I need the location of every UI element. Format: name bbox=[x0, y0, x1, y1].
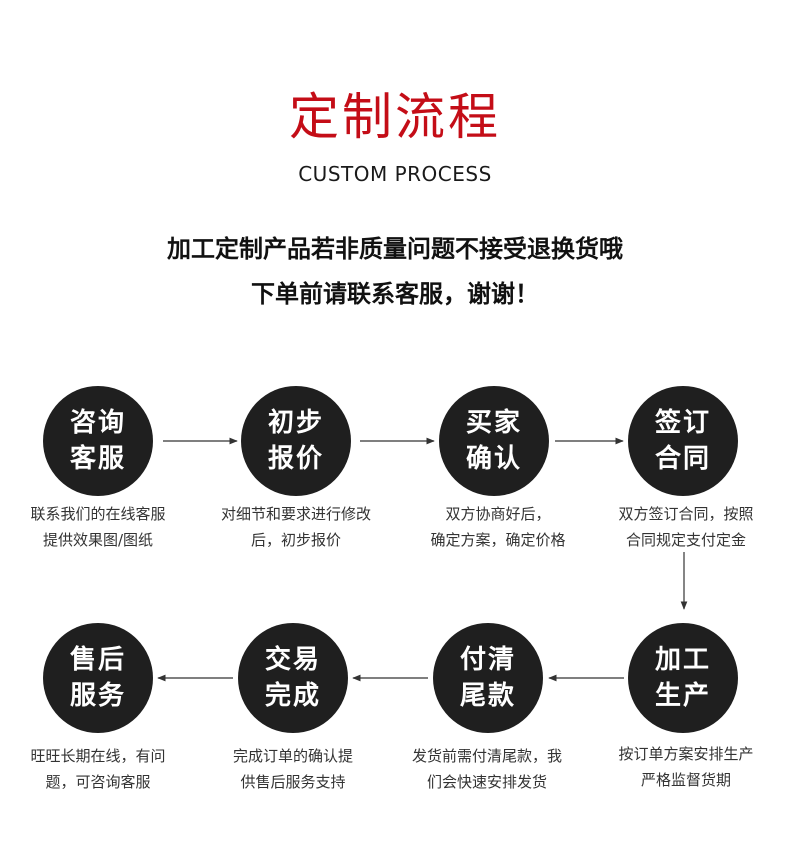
step-label-bottom: 报价 bbox=[267, 444, 324, 474]
step-label-bottom: 服务 bbox=[69, 681, 126, 711]
step-label-bottom: 确认 bbox=[465, 444, 522, 474]
notice-line-2: 下单前请联系客服，谢谢！ bbox=[251, 280, 539, 308]
step-desc-line: 严格监督货期 bbox=[640, 771, 731, 789]
step-desc-line: 题，可咨询客服 bbox=[45, 773, 151, 791]
step-label-top: 售后 bbox=[69, 645, 126, 675]
step-description: 旺旺长期在线，有问 题，可咨询客服 bbox=[8, 743, 188, 795]
step-transaction-complete: 交易 完成 bbox=[238, 623, 348, 733]
step-description: 按订单方案安排生产 严格监督货期 bbox=[596, 741, 776, 793]
step-desc-line: 双方协商好后， bbox=[445, 505, 551, 523]
step-label-bottom: 完成 bbox=[264, 681, 321, 711]
step-label-bottom: 客服 bbox=[69, 444, 126, 474]
step-desc-line: 旺旺长期在线，有问 bbox=[30, 747, 166, 765]
step-label-top: 初步 bbox=[267, 408, 324, 438]
step-buyer-confirm: 买家 确认 bbox=[439, 386, 549, 496]
step-desc-line: 合同规定支付定金 bbox=[625, 531, 746, 549]
step-label-top: 咨询 bbox=[69, 408, 126, 438]
step-desc-line: 按订单方案安排生产 bbox=[618, 745, 754, 763]
step-desc-line: 供售后服务支持 bbox=[240, 773, 346, 791]
step-desc-line: 提供效果图/图纸 bbox=[42, 531, 154, 549]
page-title: 定制流程 bbox=[289, 88, 501, 146]
step-desc-line: 们会快速安排发货 bbox=[426, 773, 547, 791]
step-description: 双方协商好后， 确定方案，确定价格 bbox=[408, 501, 588, 553]
step-label-top: 买家 bbox=[465, 408, 522, 438]
step-label-bottom: 生产 bbox=[654, 681, 711, 711]
step-description: 联系我们的在线客服 提供效果图/图纸 bbox=[8, 501, 188, 553]
step-desc-line: 双方签订合同，按照 bbox=[618, 505, 754, 523]
step-label-bottom: 合同 bbox=[654, 444, 711, 474]
step-label-top: 加工 bbox=[654, 645, 711, 675]
step-desc-line: 完成订单的确认提 bbox=[232, 747, 353, 765]
step-after-sales: 售后 服务 bbox=[43, 623, 153, 733]
step-label-bottom: 尾款 bbox=[459, 681, 516, 711]
step-desc-line: 后，初步报价 bbox=[250, 531, 341, 549]
step-consult: 咨询 客服 bbox=[43, 386, 153, 496]
step-description: 对细节和要求进行修改 后，初步报价 bbox=[206, 501, 386, 553]
step-desc-line: 发货前需付清尾款，我 bbox=[411, 747, 562, 765]
step-production: 加工 生产 bbox=[628, 623, 738, 733]
step-description: 双方签订合同，按照 合同规定支付定金 bbox=[596, 501, 776, 553]
step-label-top: 交易 bbox=[264, 645, 321, 675]
step-desc-line: 联系我们的在线客服 bbox=[30, 505, 166, 523]
step-final-payment: 付清 尾款 bbox=[433, 623, 543, 733]
step-quote: 初步 报价 bbox=[241, 386, 351, 496]
step-label-top: 签订 bbox=[654, 408, 711, 438]
page-subtitle: CUSTOM PROCESS bbox=[298, 162, 492, 186]
step-description: 发货前需付清尾款，我 们会快速安排发货 bbox=[397, 743, 577, 795]
step-description: 完成订单的确认提 供售后服务支持 bbox=[203, 743, 383, 795]
notice-line-1: 加工定制产品若非质量问题不接受退换货哦 bbox=[167, 235, 623, 263]
step-desc-line: 确定方案，确定价格 bbox=[430, 531, 566, 549]
step-sign-contract: 签订 合同 bbox=[628, 386, 738, 496]
step-desc-line: 对细节和要求进行修改 bbox=[220, 505, 371, 523]
step-label-top: 付清 bbox=[459, 645, 516, 675]
